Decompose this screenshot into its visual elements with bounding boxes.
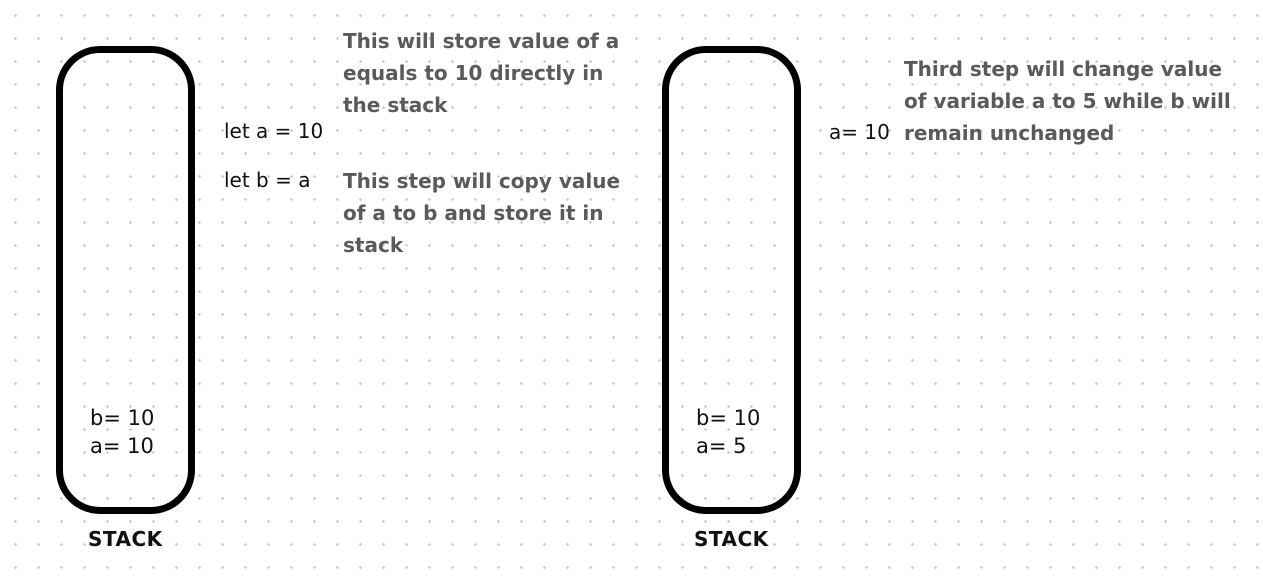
stack-entry-b: b= 10 [696, 406, 761, 430]
stack-label-right: STACK [694, 527, 769, 551]
code-line-a-assign: a= 10 [829, 120, 890, 144]
stack-container-left [56, 46, 195, 514]
stack-entries-left: b= 10 a= 10 [90, 404, 154, 460]
stack-entry-b: b= 10 [90, 406, 155, 430]
stack-container-right [662, 46, 801, 514]
stack-label-left: STACK [88, 527, 163, 551]
code-line-let-b: let b = a [224, 168, 311, 192]
code-line-let-a: let a = 10 [224, 119, 324, 143]
note-store-a: This will store value of a equals to 10 … [343, 29, 620, 117]
note-change-a: Third step will change value of variable… [904, 57, 1231, 145]
stack-entry-a: a= 5 [696, 434, 747, 458]
note-copy-a-to-b: This step will copy value of a to b and … [343, 169, 621, 257]
stack-entries-right: b= 10 a= 5 [696, 404, 760, 460]
stack-entry-a: a= 10 [90, 434, 154, 458]
